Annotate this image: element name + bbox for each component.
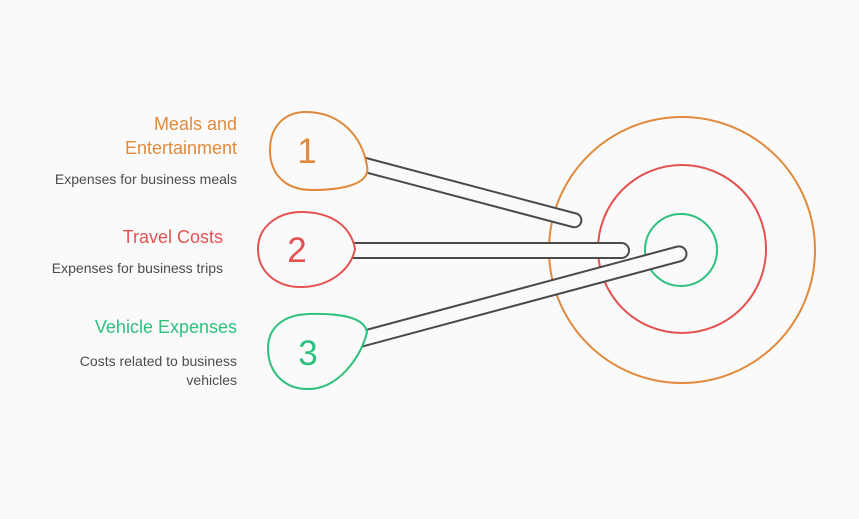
balloon-number-3: 3 — [298, 334, 317, 373]
item-label-2: Travel Costs Expenses for business trips — [0, 225, 223, 278]
balloon-2 — [256, 210, 357, 289]
balloon-number-1: 1 — [297, 132, 316, 171]
balloon-1 — [268, 110, 369, 192]
item-title-2: Travel Costs — [122, 227, 223, 247]
item-label-1: Meals and Entertainment Expenses for bus… — [7, 112, 237, 189]
pointer-stick-2 — [345, 242, 630, 259]
pointer-stick-1 — [350, 155, 583, 229]
item-description-1: Expenses for business meals — [54, 171, 237, 187]
balloon-number-2: 2 — [287, 231, 306, 270]
item-title-1: Meals and Entertainment — [124, 114, 237, 158]
item-label-3: Vehicle Expenses Costs related to busine… — [7, 315, 237, 390]
target-ring-inner — [644, 213, 718, 287]
pointer-stick-3 — [350, 245, 688, 349]
item-description-2: Expenses for business trips — [51, 260, 223, 276]
balloon-3 — [266, 312, 369, 391]
item-title-3: Vehicle Expenses — [94, 317, 237, 337]
item-description-3: Costs related to business vehicles — [79, 353, 237, 388]
